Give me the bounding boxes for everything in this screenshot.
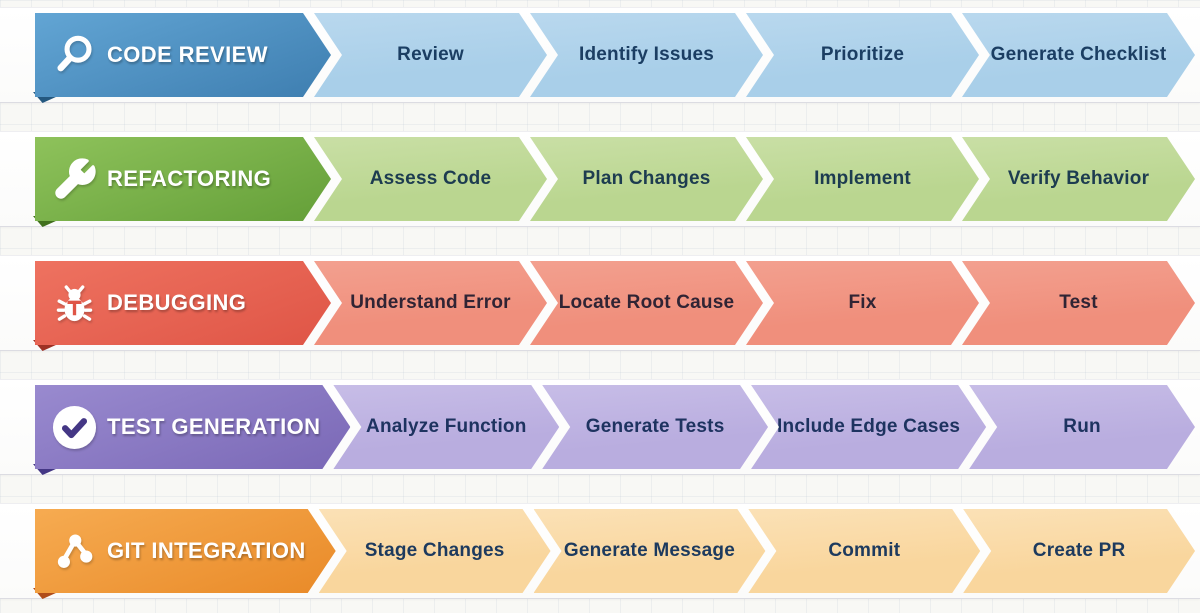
debugging-step-1: Understand Error — [314, 261, 547, 345]
step-label: Commit — [828, 540, 901, 561]
code-review-header: CODE REVIEW — [35, 13, 331, 97]
step-label: Implement — [814, 168, 911, 189]
git-integration-title: GIT INTEGRATION — [107, 538, 306, 563]
step-label: Generate Message — [563, 540, 735, 561]
step-label: Test — [1059, 292, 1098, 313]
step-label: Assess Code — [369, 168, 492, 189]
bug-icon — [49, 278, 99, 328]
git-integration-step-1: Stage Changes — [319, 509, 551, 593]
code-review-title: CODE REVIEW — [107, 42, 268, 67]
step-label: Identify Issues — [579, 44, 714, 65]
step-label: Review — [397, 44, 464, 65]
ribbon-fold — [33, 588, 67, 599]
test-generation-title: TEST GENERATION — [107, 414, 321, 439]
workflow-row-code-review: CODE REVIEW Review Identify Issues Prioriti… — [0, 7, 1200, 103]
test-generation-step-1: Analyze Function — [333, 385, 559, 469]
git-branch-icon — [49, 526, 99, 576]
refactoring-step-2: Plan Changes — [530, 137, 763, 221]
step-label: Include Edge Cases — [777, 416, 961, 437]
ribbon-fold — [33, 340, 67, 351]
magnifier-icon — [49, 30, 99, 80]
workflow-row-debugging: DEBUGGING Understand Error Locate Root Cau… — [0, 255, 1200, 351]
step-label: Generate Checklist — [990, 44, 1167, 65]
git-integration-step-2: Generate Message — [534, 509, 766, 593]
test-generation-step-4: Run — [969, 385, 1195, 469]
code-review-step-4: Generate Checklist — [962, 13, 1195, 97]
step-label: Create PR — [1032, 540, 1126, 561]
refactoring-title: REFACTORING — [107, 166, 272, 191]
step-label: Verify Behavior — [1007, 168, 1150, 189]
test-generation-header: TEST GENERATION — [35, 385, 350, 469]
step-label: Run — [1063, 416, 1101, 437]
debugging-header: DEBUGGING — [35, 261, 331, 345]
step-label: Prioritize — [820, 44, 905, 65]
refactoring-step-1: Assess Code — [314, 137, 547, 221]
step-label: Locate Root Cause — [558, 292, 735, 313]
test-generation-step-3: Include Edge Cases — [751, 385, 986, 469]
code-review-step-1: Review — [314, 13, 547, 97]
test-generation-step-2: Generate Tests — [542, 385, 768, 469]
workflow-row-test-generation: TEST GENERATION Analyze Function Generate … — [0, 379, 1200, 475]
debugging-step-4: Test — [962, 261, 1195, 345]
debugging-step-2: Locate Root Cause — [530, 261, 763, 345]
step-label: Understand Error — [350, 292, 511, 313]
step-label: Fix — [848, 292, 877, 313]
ribbon-fold — [33, 216, 67, 227]
git-integration-step-4: Create PR — [963, 509, 1195, 593]
debugging-title: DEBUGGING — [107, 290, 247, 315]
refactoring-header: REFACTORING — [35, 137, 331, 221]
ribbon-fold — [33, 92, 67, 103]
code-review-step-2: Identify Issues — [530, 13, 763, 97]
git-integration-header: GIT INTEGRATION — [35, 509, 336, 593]
wrench-icon — [49, 154, 99, 204]
debugging-step-3: Fix — [746, 261, 979, 345]
ribbon-fold — [33, 464, 67, 475]
step-label: Stage Changes — [364, 540, 505, 561]
check-circle-icon — [49, 402, 99, 452]
step-label: Plan Changes — [582, 168, 711, 189]
refactoring-step-4: Verify Behavior — [962, 137, 1195, 221]
step-label: Generate Tests — [585, 416, 725, 437]
step-label: Analyze Function — [366, 416, 527, 437]
workflow-row-refactoring: REFACTORING Assess Code Plan Changes Implem… — [0, 131, 1200, 227]
git-integration-step-3: Commit — [748, 509, 980, 593]
refactoring-step-3: Implement — [746, 137, 979, 221]
code-review-step-3: Prioritize — [746, 13, 979, 97]
workflow-row-git-integration: GIT INTEGRATION Stage Changes Generate Mes… — [0, 503, 1200, 599]
